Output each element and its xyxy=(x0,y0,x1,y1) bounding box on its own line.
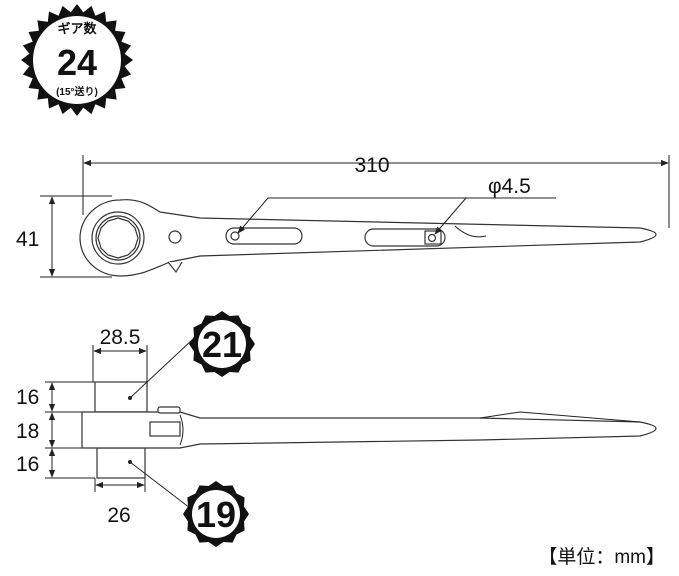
top-socket-height-label: 16 xyxy=(16,386,39,409)
pawl-switch xyxy=(149,421,181,437)
badge-title: ギア数 xyxy=(57,21,97,36)
bottom-socket xyxy=(96,447,146,479)
size-19-leader xyxy=(129,461,191,509)
hole-leader-2 xyxy=(434,197,467,235)
bottom-socket-width-label: 26 xyxy=(107,504,130,527)
socket-size-19-badge: 19 xyxy=(183,481,249,547)
socket-size-19: 19 xyxy=(196,494,236,535)
height-label: 41 xyxy=(16,228,39,251)
socket-size-21: 21 xyxy=(202,324,242,365)
side-view: 28.5 26 16 18 16 21 xyxy=(16,311,657,547)
hole-diameter-label: φ4.5 xyxy=(488,175,531,198)
pawl-lever xyxy=(167,261,183,274)
top-socket-width-label: 28.5 xyxy=(100,326,141,349)
gear-count-badge: ギア数 24 (15°送り) xyxy=(21,4,133,116)
body-thickness-label: 18 xyxy=(16,420,39,443)
badge-gear-count: 24 xyxy=(57,42,97,83)
top-socket xyxy=(94,381,148,413)
twelve-point-socket xyxy=(97,217,139,259)
unit-label: 【単位：mm】 xyxy=(538,546,665,568)
badge-subtitle: (15°送り) xyxy=(56,85,98,98)
hole-leader-1 xyxy=(237,197,556,234)
socket-size-21-badge: 21 xyxy=(189,311,255,377)
size-21-leader xyxy=(129,339,193,399)
wrench-side-outline xyxy=(81,411,657,449)
bottom-socket-height-label: 16 xyxy=(16,453,39,476)
hole-1 xyxy=(230,231,240,241)
pin-hole xyxy=(168,230,182,244)
length-label: 310 xyxy=(354,154,389,177)
top-view: 310 41 φ4.5 xyxy=(16,154,670,278)
